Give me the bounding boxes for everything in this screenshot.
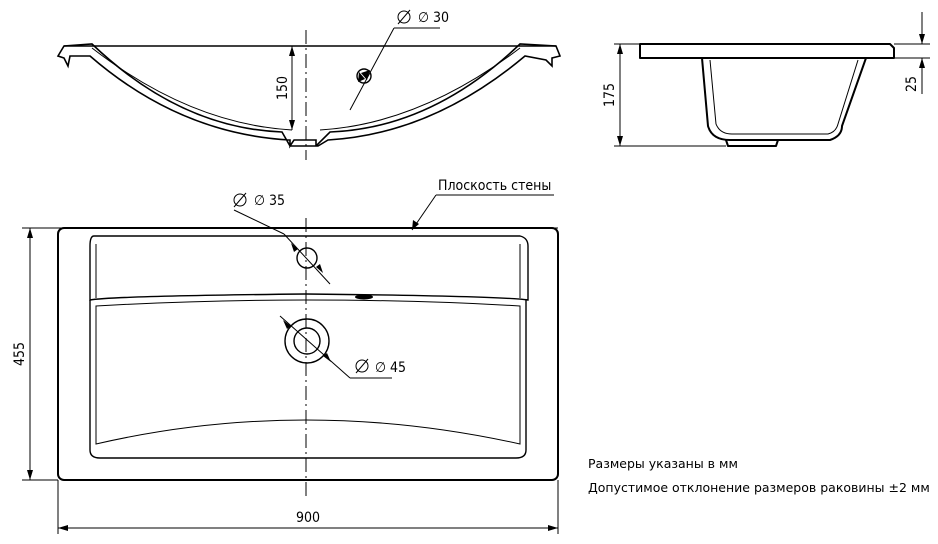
- front-hole-dim: ∅ 30: [418, 10, 449, 26]
- faucet-hole-dim: ∅ 35: [254, 193, 285, 209]
- drain-inner: [293, 327, 321, 355]
- side-bowl: [701, 57, 867, 141]
- note-tolerance: Допустимое отклонение размеров раковины …: [588, 480, 930, 495]
- note-units: Размеры указаны в мм: [588, 456, 738, 471]
- diameter-symbol: [397, 10, 411, 24]
- inner-curve-left: [91, 47, 293, 131]
- front-depth-dim: 150: [275, 76, 291, 100]
- side-drain-boss: [725, 139, 779, 147]
- plan-depth-dim: 455: [12, 342, 28, 366]
- drain-diameter-symbol: [355, 359, 369, 373]
- front-section-view: 150 ∅ 30: [56, 9, 562, 160]
- drain-outer: [284, 318, 330, 364]
- side-bowl-inner: [709, 59, 859, 135]
- hole-leader: [349, 27, 395, 111]
- wall-plane-label: Плоскость стены: [438, 178, 551, 194]
- inner-curve-right: [319, 47, 521, 131]
- side-rim-dim: 25: [904, 76, 920, 92]
- side-top-slab: [639, 43, 895, 59]
- plan-bowl-floor: [95, 299, 521, 445]
- top-plan-view: ∅ 35 ∅ 45 Плоскость стены 455 900: [12, 178, 559, 534]
- notes: Размеры указаны в мм Допустимое отклонен…: [588, 456, 930, 495]
- faucet-hole: [296, 247, 318, 269]
- plan-width-dim: 900: [296, 510, 320, 526]
- side-height-dim: 175: [602, 83, 618, 107]
- side-section-view: 175 25: [602, 12, 930, 147]
- basin-shell-section: [56, 43, 562, 149]
- drain-dim: ∅ 45: [375, 360, 406, 376]
- faucet-diameter-symbol: [233, 193, 247, 207]
- plan-bowl: [89, 300, 527, 459]
- plan-overflow-slot: [355, 294, 373, 300]
